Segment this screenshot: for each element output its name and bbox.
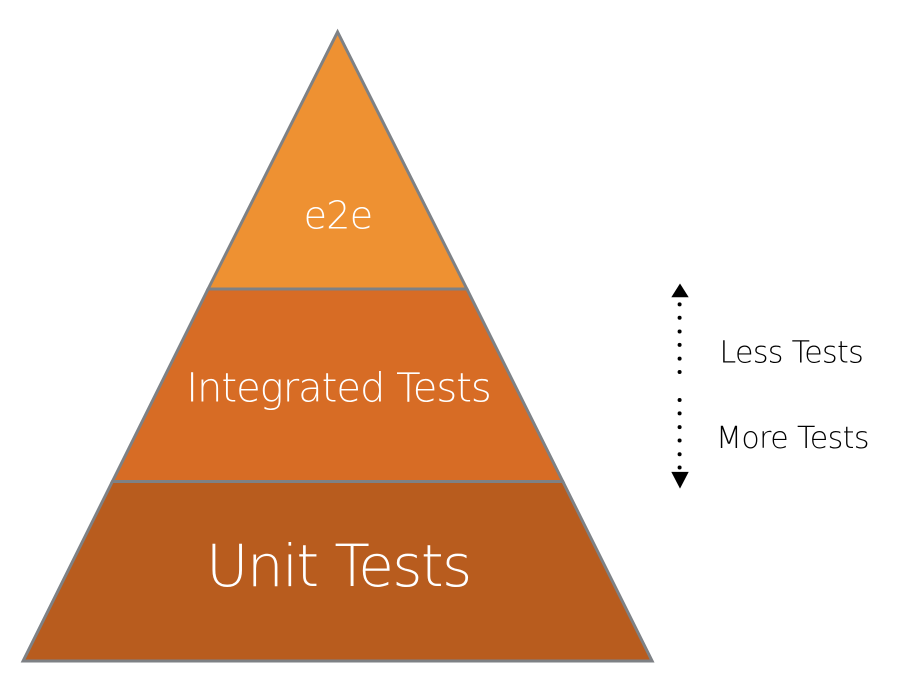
arrow-down-icon xyxy=(671,471,689,489)
arrow-labels: Less Tests More Tests xyxy=(716,336,869,457)
less-tests-label: Less Tests xyxy=(720,336,864,371)
tests-quantity-arrow xyxy=(671,283,689,489)
more-tests-label: More Tests xyxy=(716,421,869,456)
pyramid-labels: e2e Integrated Tests Unit Tests xyxy=(186,194,492,601)
arrow-up-icon xyxy=(671,283,689,298)
dotted-line-lower xyxy=(677,398,682,470)
pyramid-level-e2e xyxy=(205,28,470,291)
pyramid xyxy=(20,28,655,663)
integrated-tests-label: Integrated Tests xyxy=(186,366,491,412)
pyramid-level-unit-tests xyxy=(20,480,655,663)
dotted-line-upper xyxy=(677,302,682,374)
e2e-label: e2e xyxy=(304,194,373,238)
unit-tests-label: Unit Tests xyxy=(206,532,471,600)
